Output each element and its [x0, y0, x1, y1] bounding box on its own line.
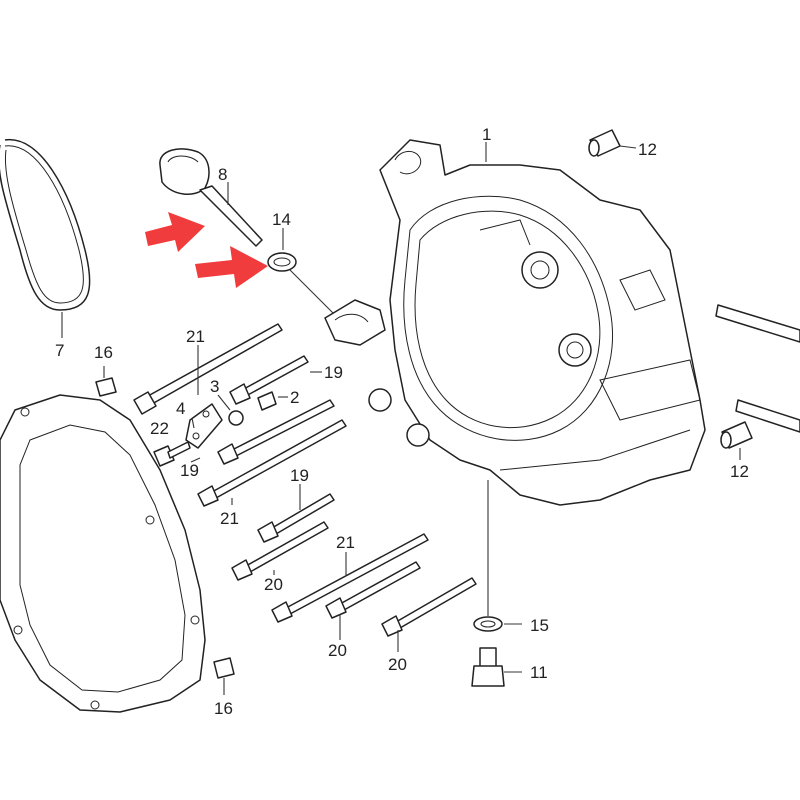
bolt-2 [257, 391, 277, 411]
callout-19-middle: 19 [180, 461, 199, 480]
highlight-arrow-washer [195, 246, 268, 288]
crankcase-housing [324, 139, 706, 506]
drain-bolt [471, 647, 522, 687]
bolt-20-lower [381, 577, 477, 637]
dowel-left-bottom [213, 657, 235, 695]
bolt-21-middle [197, 419, 347, 507]
bolt-21-upper [133, 323, 283, 415]
callout-8: 8 [218, 165, 227, 184]
callout-19-lower: 19 [290, 466, 309, 485]
callout-14: 14 [272, 210, 291, 229]
callout-21-upper: 21 [186, 327, 205, 346]
callout-20-upper: 20 [264, 575, 283, 594]
leader-4 [191, 417, 195, 429]
highlight-arrow-dipstick [145, 212, 205, 252]
leader-19-middle [190, 457, 201, 463]
callout-20-middle: 20 [328, 641, 347, 660]
drain-washer [473, 480, 522, 632]
dowel-pin-right [720, 421, 753, 460]
bolt-19-middle [217, 399, 335, 465]
dowel-left-top [95, 366, 117, 397]
callout-21-middle: 21 [220, 509, 239, 528]
callout-2: 2 [290, 388, 299, 407]
bolt-19-lower [257, 493, 335, 543]
bolt-19-upper [229, 355, 309, 405]
callout-20-lower: 20 [388, 655, 407, 674]
callout-16-top: 16 [94, 343, 113, 362]
sealing-washer [267, 228, 341, 321]
bolt-20-upper [231, 521, 329, 581]
stud-bolts-right [715, 304, 800, 433]
dowel-pin-top [588, 129, 637, 157]
callout-16-bottom: 16 [214, 699, 233, 718]
callout-3: 3 [210, 377, 219, 396]
bolt-20-middle [325, 561, 421, 619]
oil-dipstick [159, 148, 263, 247]
callout-19-upper: 19 [324, 363, 343, 382]
callout-11: 11 [530, 663, 548, 682]
o-ring-gasket [0, 139, 91, 338]
bolt-3 [228, 410, 244, 426]
callout-7: 7 [55, 341, 64, 360]
callout-4: 4 [176, 399, 185, 418]
callout-12-top: 12 [638, 140, 657, 159]
callout-21-lower: 21 [336, 533, 355, 552]
callout-22: 22 [150, 419, 169, 438]
cover-plate [185, 403, 223, 449]
leader-3 [217, 394, 231, 411]
cover-gasket [0, 394, 206, 713]
callout-1: 1 [482, 125, 491, 144]
bolt-21-lower [271, 533, 429, 623]
callout-12-right: 12 [730, 462, 749, 481]
bolt-22 [153, 441, 191, 467]
callout-15: 15 [530, 616, 549, 635]
